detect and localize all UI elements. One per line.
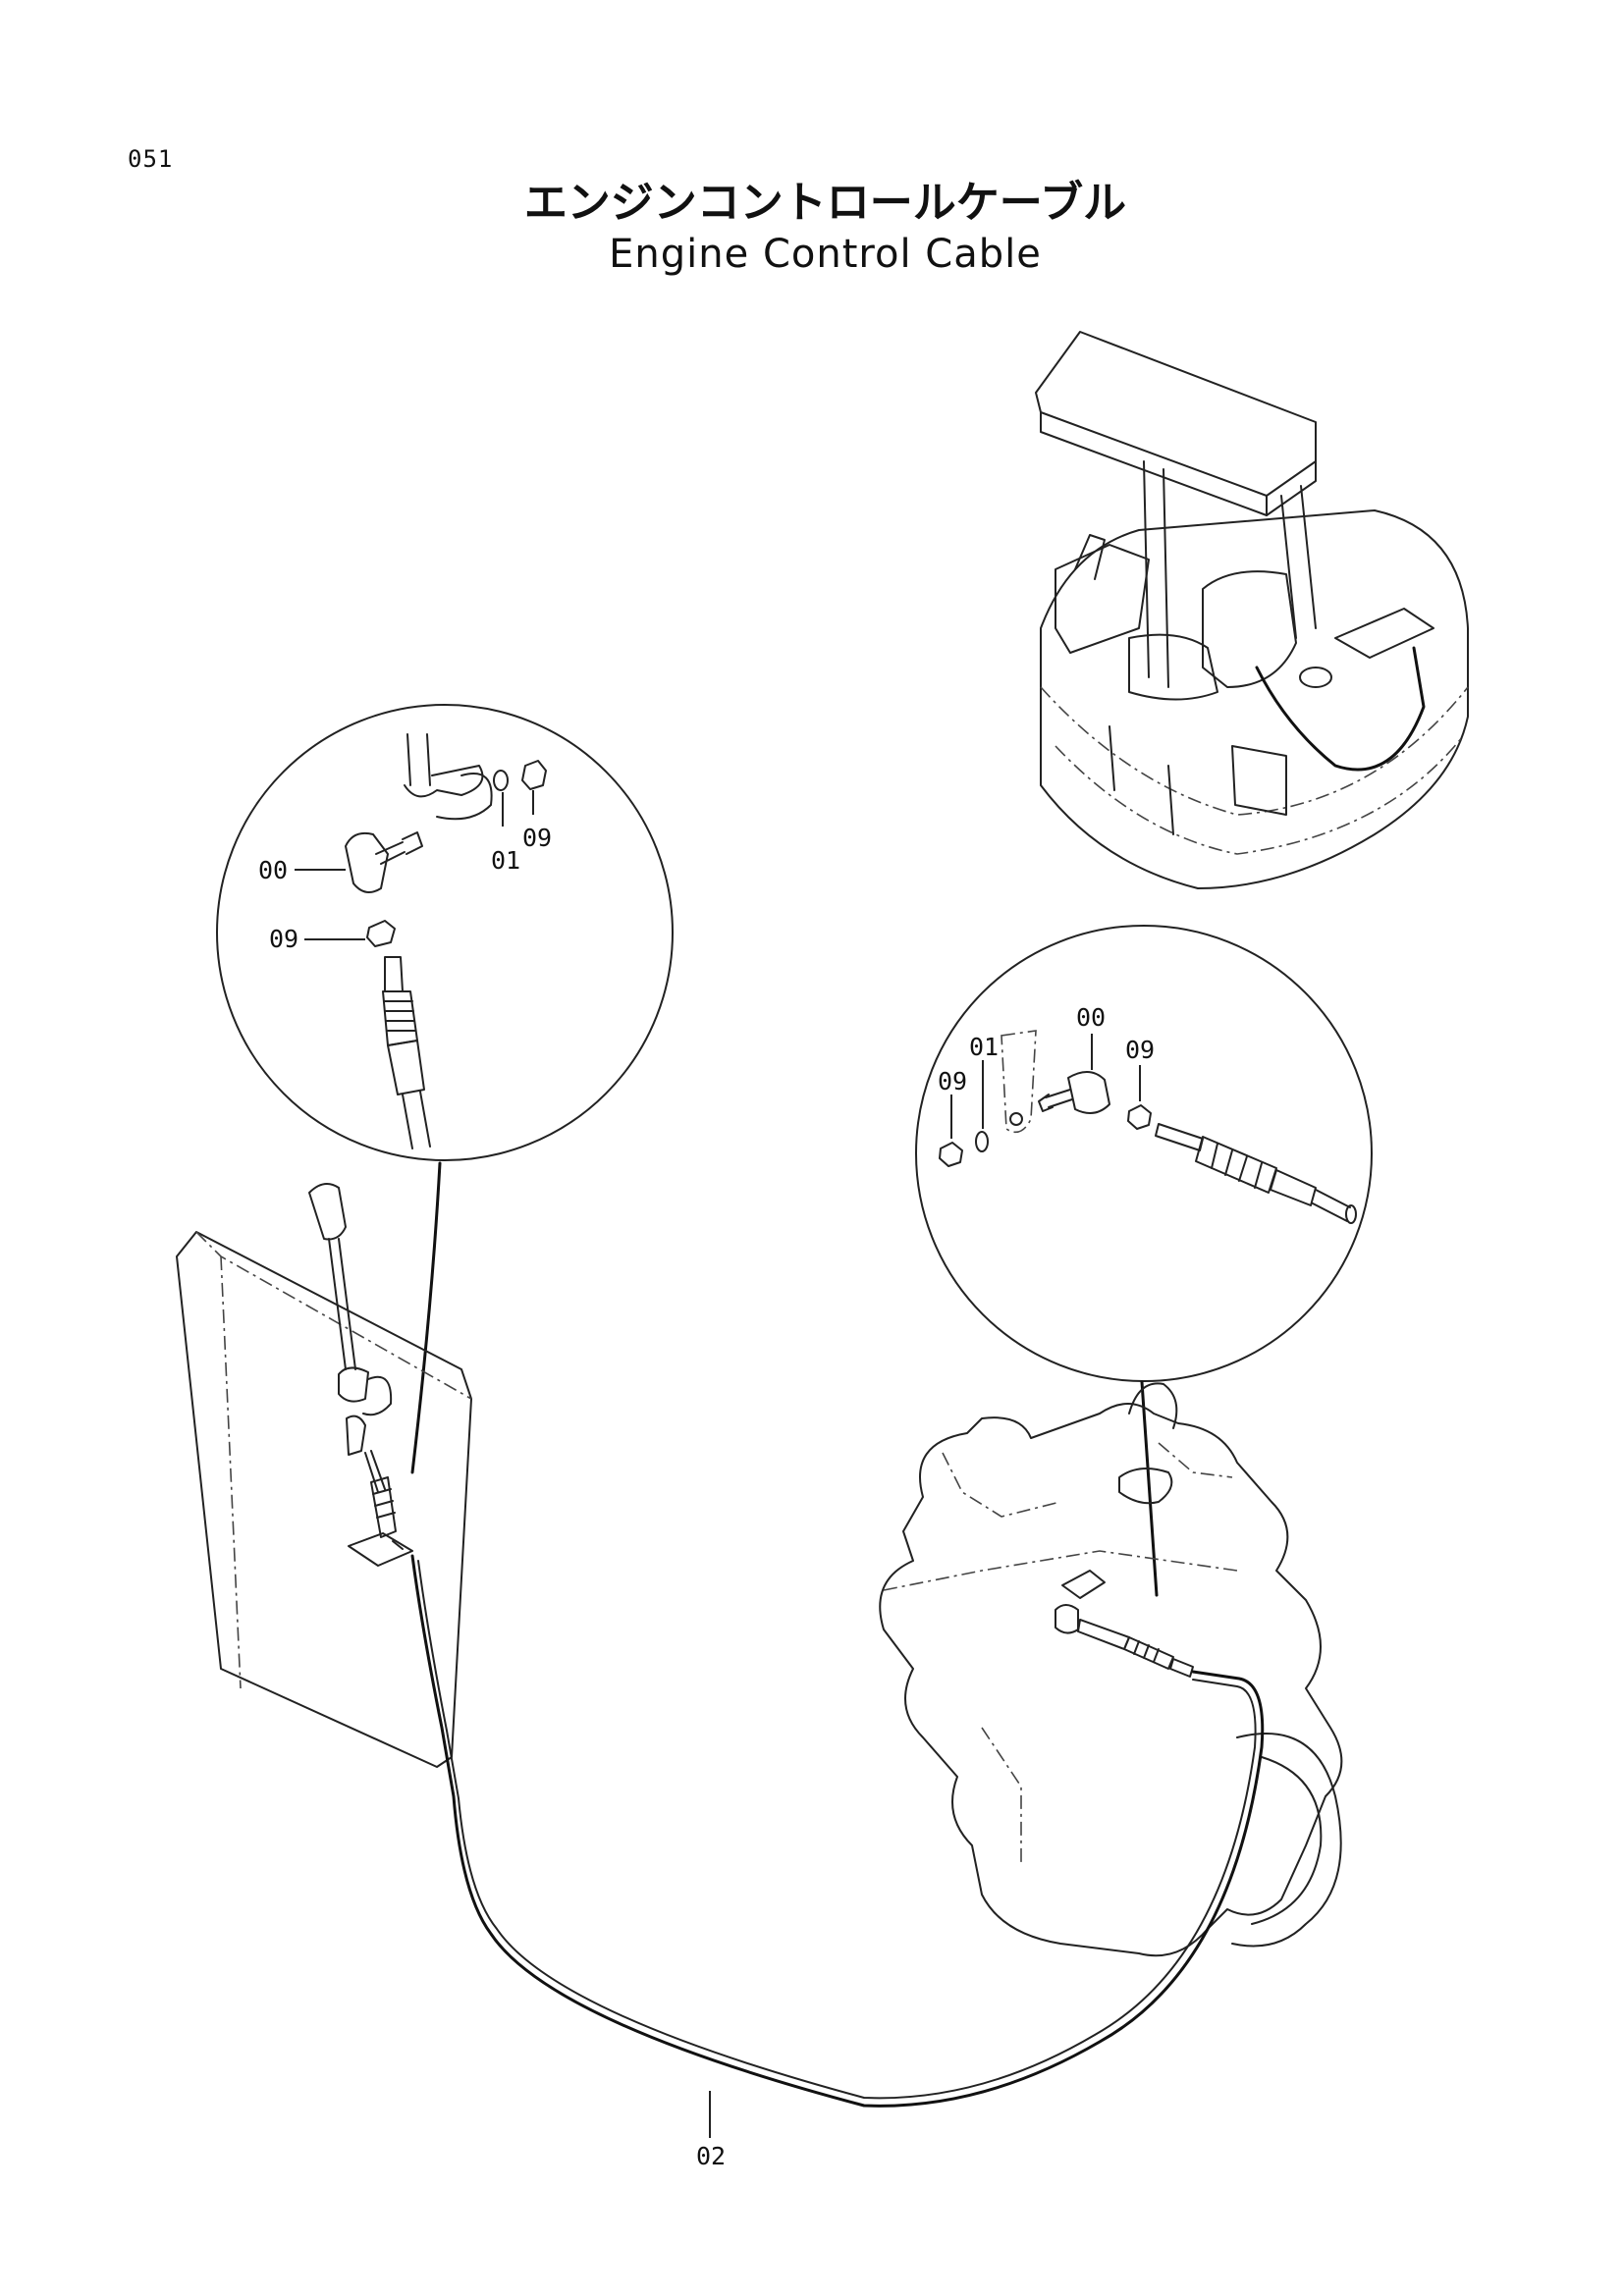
callout-09-left-nut: 09 <box>269 925 298 953</box>
control-lever-box-illustration <box>176 1183 472 1768</box>
machine-overview-illustration <box>1035 331 1469 889</box>
callout-09-right-right: 09 <box>1125 1036 1155 1064</box>
right-detail-circle <box>915 925 1373 1382</box>
control-cable-line <box>410 1554 1265 2138</box>
title-english: Engine Control Cable <box>609 232 1042 277</box>
page-number: 051 <box>128 145 174 173</box>
callout-00-right: 00 <box>1076 1003 1106 1032</box>
callout-09-right-left: 09 <box>938 1067 967 1095</box>
callout-00-left: 00 <box>258 856 288 884</box>
title-japanese: エンジンコントロールケーブル <box>523 178 1127 228</box>
callout-02-cable: 02 <box>696 2142 726 2170</box>
left-detail-circle <box>216 704 674 1161</box>
callout-01-left: 01 <box>491 846 520 875</box>
right-detail-connector <box>1140 1380 1159 1597</box>
callout-09-left-top: 09 <box>522 824 552 852</box>
engine-illustration <box>879 1382 1343 1957</box>
callout-01-right: 01 <box>969 1033 999 1061</box>
left-detail-connector <box>410 1161 442 1474</box>
callout-labels: 00 09 01 09 00 01 09 09 02 <box>258 824 1155 2170</box>
